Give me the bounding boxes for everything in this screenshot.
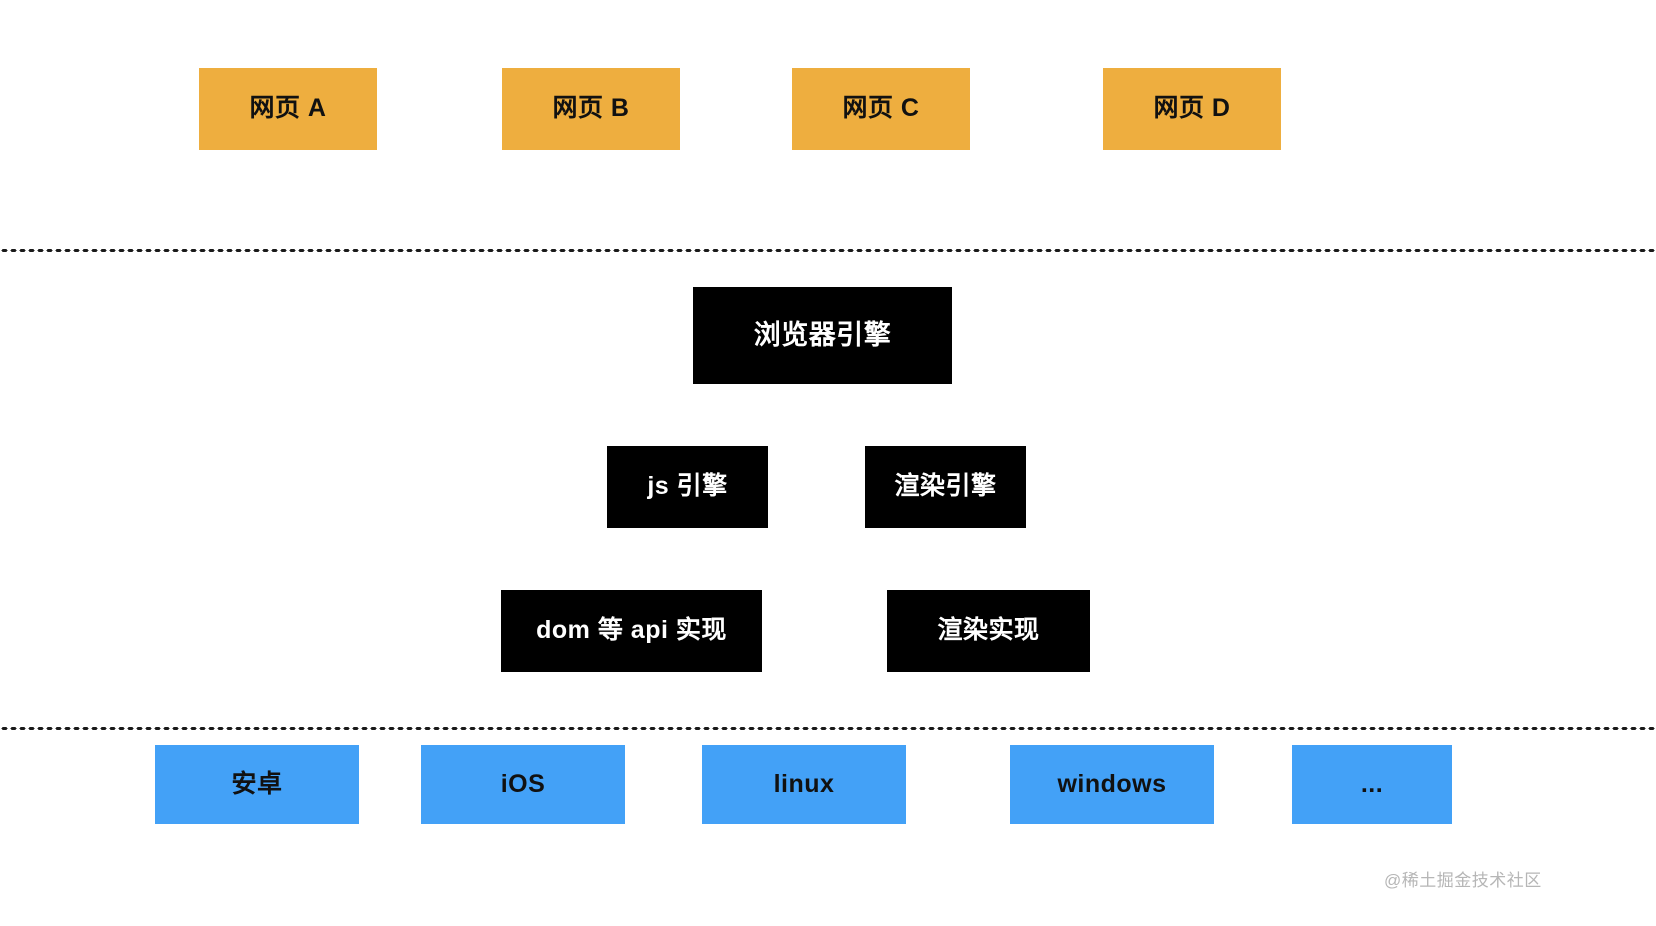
- render-impl-label: 渲染实现: [937, 616, 1040, 645]
- render-engine-box: 渲染引擎: [865, 446, 1026, 528]
- os-box-linux: linux: [702, 745, 906, 824]
- web-page-label-a: 网页 A: [249, 94, 327, 123]
- web-page-label-b: 网页 B: [552, 94, 630, 123]
- os-box-android: 安卓: [155, 745, 359, 824]
- browser-engine-label: 浏览器引擎: [753, 319, 892, 350]
- os-label-more: ...: [1360, 769, 1384, 798]
- web-page-box-c: 网页 C: [792, 68, 970, 150]
- web-page-box-a: 网页 A: [199, 68, 377, 150]
- os-label-android: 安卓: [231, 769, 283, 798]
- divider-pages-engine: [0, 248, 1656, 253]
- js-engine-box: js 引擎: [607, 446, 768, 528]
- os-label-ios: iOS: [500, 769, 546, 798]
- dom-api-impl-label: dom 等 api 实现: [536, 616, 727, 645]
- web-page-label-c: 网页 C: [842, 94, 920, 123]
- web-page-box-d: 网页 D: [1103, 68, 1281, 150]
- os-box-ios: iOS: [421, 745, 625, 824]
- watermark: @稀土掘金技术社区: [1384, 871, 1542, 890]
- dom-api-impl-box: dom 等 api 实现: [501, 590, 762, 672]
- os-box-windows: windows: [1010, 745, 1214, 824]
- web-page-label-d: 网页 D: [1153, 94, 1231, 123]
- os-label-linux: linux: [773, 769, 835, 798]
- render-engine-label: 渲染引擎: [894, 472, 997, 501]
- os-box-more: ...: [1292, 745, 1452, 824]
- js-engine-label: js 引擎: [647, 472, 728, 501]
- web-page-box-b: 网页 B: [502, 68, 680, 150]
- render-impl-box: 渲染实现: [887, 590, 1090, 672]
- browser-engine-box: 浏览器引擎: [693, 287, 952, 384]
- divider-engine-os: [0, 726, 1656, 731]
- os-label-windows: windows: [1057, 769, 1167, 798]
